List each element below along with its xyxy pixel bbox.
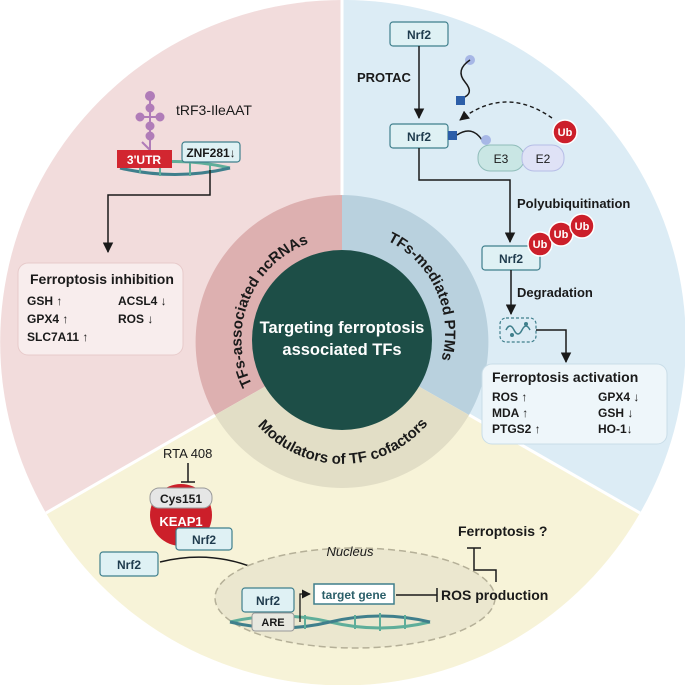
znf281-box: [181, 141, 241, 163]
target-gene-label: target gene: [322, 588, 387, 602]
activation-arrow: [536, 329, 572, 364]
ring-left-band: [195, 195, 342, 415]
protac-ligand-icon: [481, 135, 491, 145]
utr-label: 3'UTR: [127, 153, 162, 167]
e2-box: [521, 144, 565, 172]
cys151-box: [149, 487, 213, 509]
ferroptosis-inhibition-panel: [17, 262, 184, 356]
inhibition-marker: ACSL4 ↓: [118, 294, 167, 308]
protac-molecule-icon: [456, 55, 475, 105]
nrf2-label-complex: Nrf2: [407, 130, 431, 144]
nrf2-box-keap1: [175, 527, 233, 551]
nrf2-box-free: [99, 551, 159, 577]
ferroptosis-activation-panel: [481, 363, 668, 445]
nucleus-label: Nucleus: [327, 544, 374, 559]
inhibition-marker: SLC7A11 ↑: [27, 330, 88, 344]
nrf2-label-free: Nrf2: [117, 558, 141, 572]
inhibition-marker: GSH ↑: [27, 294, 62, 308]
ring-right-band: [342, 195, 489, 415]
protac-linker-icon: [456, 130, 483, 141]
center-title-line2: associated TFs: [282, 341, 401, 359]
e2-label: E2: [536, 152, 551, 166]
are-label: ARE: [261, 617, 284, 629]
nrf2-box-nucleus: [241, 587, 295, 613]
trf-hairpin-icon: [135, 91, 165, 151]
nrf2-label-ub: Nrf2: [499, 252, 523, 266]
polyub-label: Polyubiquitination: [517, 196, 630, 211]
nrf2-label-nucleus: Nrf2: [256, 594, 280, 608]
ros-production-label: ROS production: [441, 587, 548, 603]
inhibition-marker: GPX4 ↑: [27, 312, 68, 326]
ferroptosis-inhibit-line: [473, 548, 497, 582]
transcription-arrow: [299, 589, 311, 622]
ferroptosis-activation-title: Ferroptosis activation: [492, 369, 638, 385]
activation-marker: MDA ↑: [492, 406, 528, 420]
ub-icon: [527, 231, 553, 257]
cys151-label: Cys151: [160, 492, 202, 506]
protac-anchor-icon: [448, 131, 457, 140]
ring-bottom-band: [215, 386, 469, 488]
activation-marker: GSH ↓: [598, 406, 633, 420]
polyub-arrow: [418, 148, 516, 244]
rta408-label: RTA 408: [163, 446, 212, 461]
activation-marker: PTGS2 ↑: [492, 422, 541, 436]
ub-label: Ub: [554, 229, 569, 241]
trf-label: tRF3-IleAAT: [176, 102, 252, 118]
utr-block: [117, 150, 172, 168]
degraded-protein-icon: [499, 317, 537, 343]
are-box: [251, 612, 295, 632]
ub-transfer-arrow: [459, 101, 553, 121]
nrf2-label-top: Nrf2: [407, 28, 431, 42]
nrf2-label-keap1: Nrf2: [192, 533, 216, 547]
degradation-label: Degradation: [517, 285, 593, 300]
center-title-line1: Targeting ferroptosis: [260, 319, 425, 337]
ferroptosis-inhibition-title: Ferroptosis inhibition: [30, 271, 174, 287]
keap1-label: KEAP1: [159, 514, 202, 529]
inhibition-marker: ROS ↓: [118, 312, 153, 326]
activation-marker: ROS ↑: [492, 390, 527, 404]
ub-icon: [552, 119, 578, 145]
ub-label: Ub: [558, 127, 573, 139]
center-circle: [252, 250, 432, 430]
activation-marker: GPX4 ↓: [598, 390, 639, 404]
ub-label: Ub: [533, 239, 548, 251]
ferroptosis-question-label: Ferroptosis ?: [458, 523, 547, 539]
ncrna-arrow: [102, 170, 211, 254]
ub-label: Ub: [575, 221, 590, 233]
protac-label: PROTAC: [357, 70, 412, 85]
e3-label: E3: [494, 152, 509, 166]
ub-icon: [569, 213, 595, 239]
znf281-label: ZNF281↓: [186, 146, 235, 160]
activation-marker: HO-1↓: [598, 422, 633, 436]
target-gene-box: [313, 583, 395, 605]
